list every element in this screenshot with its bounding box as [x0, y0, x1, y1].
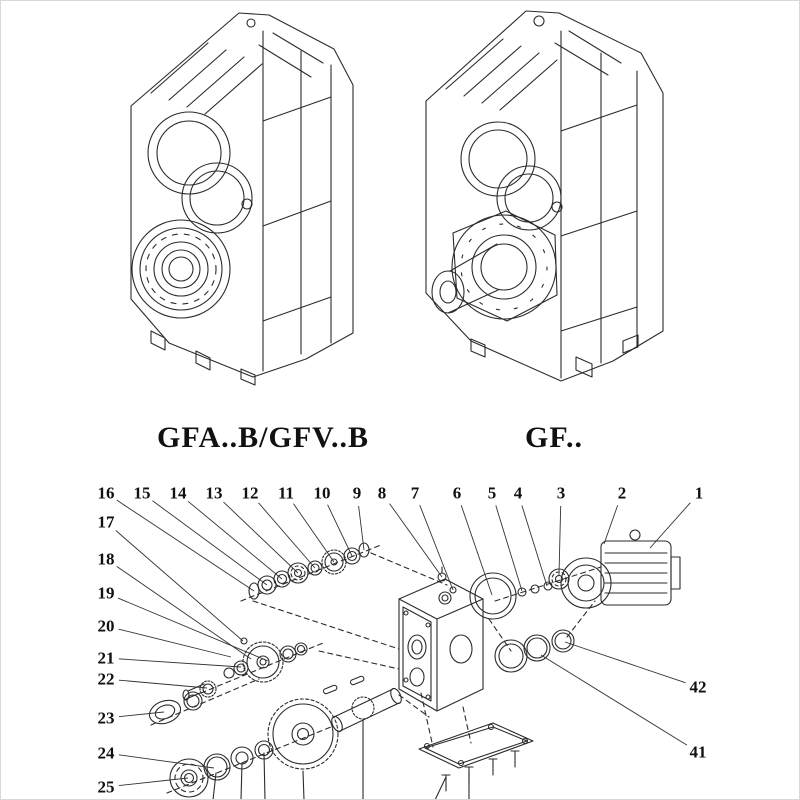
leader-line-8 — [389, 503, 443, 578]
part-number-24: 24 — [97, 743, 115, 763]
cutoff-leader-lines — [212, 719, 470, 799]
intermediate-gear — [242, 641, 284, 683]
leader-line-13 — [223, 501, 299, 574]
exploded-view — [148, 529, 681, 799]
leader-line-18 — [116, 566, 252, 660]
leader-line-11 — [293, 503, 335, 563]
leader-line-41 — [540, 654, 688, 746]
lower-bore — [496, 165, 562, 231]
lifting-eye — [629, 529, 641, 541]
upper-bore — [147, 111, 231, 195]
leader-line-19 — [117, 597, 269, 662]
leader-line-22 — [118, 679, 208, 689]
part-number-22: 22 — [97, 669, 115, 689]
model-label-gf: GF.. — [525, 421, 583, 454]
part-number-17: 17 — [97, 512, 115, 532]
leader-line-10 — [327, 504, 353, 557]
part-number-11: 11 — [277, 483, 295, 503]
side-frame — [262, 30, 332, 372]
leader-line-7 — [419, 504, 454, 591]
part-number-7: 7 — [410, 483, 420, 503]
intermediate-gear-parts — [223, 637, 308, 683]
leader-line-12 — [258, 502, 316, 569]
part-number-20: 20 — [97, 616, 115, 636]
part-number-42: 42 — [689, 677, 707, 697]
leader-line-23 — [118, 711, 165, 718]
part-number-5: 5 — [487, 483, 497, 503]
part-number-10: 10 — [313, 483, 331, 503]
leader-line-14 — [187, 500, 283, 580]
leader-line-5 — [495, 505, 523, 592]
leader-line-15 — [152, 500, 268, 586]
retaining-rings — [494, 629, 575, 673]
model-label-gfab: GFA..B/GFV..B — [157, 421, 369, 454]
lower-bore — [181, 162, 253, 234]
pinion-shaft-parts — [148, 680, 217, 725]
leader-line-24 — [118, 754, 215, 769]
part-number-21: 21 — [97, 648, 115, 668]
leader-line-9 — [358, 505, 365, 551]
part-number-25: 25 — [97, 777, 115, 797]
input-shaft-parts — [248, 542, 370, 600]
side-frame — [560, 30, 638, 379]
leader-line-1 — [649, 502, 691, 549]
leader-line-6 — [460, 505, 493, 596]
leader-lines — [115, 499, 691, 787]
part-number-41: 41 — [689, 742, 707, 762]
gearbox-drawing-gf — [425, 10, 664, 382]
output-gear-parts — [169, 675, 402, 798]
part-number-18: 18 — [97, 549, 115, 569]
leader-line-2 — [603, 505, 619, 545]
leader-line-42 — [564, 641, 686, 684]
part-number-9: 9 — [352, 483, 362, 503]
mounting-feet — [470, 334, 639, 378]
part-number-16: 16 — [97, 483, 115, 503]
part-number-23: 23 — [97, 708, 115, 728]
part-number-4: 4 — [513, 483, 523, 503]
leader-line-17 — [115, 530, 244, 642]
part-number-13: 13 — [205, 483, 223, 503]
shaft-key — [349, 675, 365, 686]
motor — [560, 529, 681, 609]
upper-bore — [460, 121, 536, 197]
output-bearing — [174, 763, 204, 793]
part-number-3: 3 — [556, 483, 566, 503]
leader-line-20 — [118, 628, 232, 658]
part-number-2: 2 — [617, 483, 627, 503]
assembly-centerlines — [150, 544, 602, 794]
vent-plug — [437, 566, 457, 594]
adapter-ring-parts — [469, 568, 570, 620]
output-gear — [267, 698, 339, 770]
part-number-15: 15 — [133, 483, 151, 503]
part-number-12: 12 — [241, 483, 259, 503]
part-number-1: 1 — [694, 483, 704, 503]
output-flange — [451, 210, 558, 322]
roof-ribs — [445, 38, 558, 111]
output-shaft — [431, 243, 499, 314]
shaft-key — [322, 684, 338, 695]
housing — [398, 578, 484, 712]
part-number-14: 14 — [169, 483, 187, 503]
hollow-shaft-bearing — [131, 219, 231, 319]
part-number-8: 8 — [377, 483, 387, 503]
leader-line-4 — [521, 505, 548, 587]
gasket-and-bolts — [418, 722, 534, 792]
leader-line-25 — [118, 777, 189, 787]
roof-ribs — [150, 42, 263, 115]
leader-line-3 — [558, 505, 562, 576]
motor-fins — [604, 552, 668, 594]
leader-line-16 — [116, 499, 255, 592]
part-number-19: 19 — [97, 583, 115, 603]
gearbox-drawing-gfab — [130, 12, 354, 386]
part-number-6: 6 — [452, 483, 462, 503]
mounting-feet — [150, 330, 256, 386]
leader-line-21 — [118, 658, 242, 668]
